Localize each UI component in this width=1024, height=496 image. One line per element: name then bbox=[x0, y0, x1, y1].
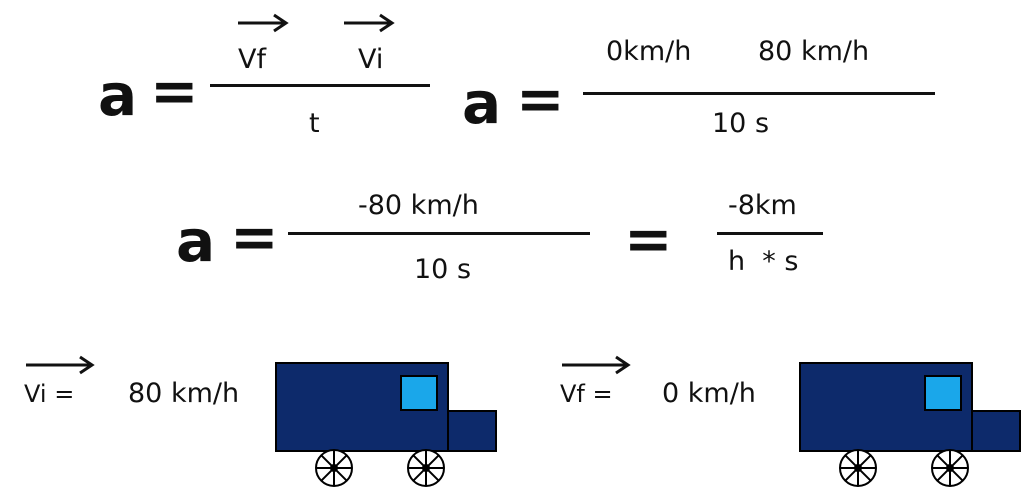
wheel-icon bbox=[931, 449, 969, 487]
formula1-vi: Vi bbox=[358, 44, 384, 75]
fraction-bar-2 bbox=[583, 92, 935, 95]
formula2-denominator: 10 s bbox=[712, 108, 770, 139]
formula3-equals: = bbox=[230, 203, 279, 271]
fraction-bar-4 bbox=[717, 232, 823, 235]
vector-arrow-final-icon bbox=[562, 355, 631, 375]
formula3-result-numerator: -8km bbox=[728, 190, 797, 221]
fraction-bar-3 bbox=[288, 232, 590, 235]
formula2-lhs: a bbox=[462, 69, 502, 137]
formula2-equals: = bbox=[516, 65, 565, 133]
initial-velocity-label: Vi = bbox=[24, 380, 75, 408]
formula1-denominator: t bbox=[309, 108, 320, 139]
final-velocity-label: Vf = bbox=[560, 380, 613, 408]
formula1-lhs: a bbox=[98, 61, 138, 129]
truck-moving bbox=[275, 362, 497, 487]
formula2-num2: 80 km/h bbox=[758, 36, 870, 67]
formula3-lhs: a bbox=[176, 207, 216, 275]
formula3-denominator: 10 s bbox=[414, 254, 472, 285]
formula1-vf: Vf bbox=[238, 44, 266, 75]
wheel-icon bbox=[407, 449, 445, 487]
formula2-num1: 0km/h bbox=[606, 36, 692, 67]
formula3-numerator: -80 km/h bbox=[358, 190, 479, 221]
final-velocity-value: 0 km/h bbox=[662, 378, 756, 409]
wheel-icon bbox=[315, 449, 353, 487]
vector-arrow-vf-icon bbox=[238, 13, 289, 33]
formula3-equals2: = bbox=[624, 205, 673, 273]
initial-velocity-value: 80 km/h bbox=[128, 378, 240, 409]
formula3-result-denominator: h * s bbox=[728, 246, 799, 277]
truck-stopped bbox=[799, 362, 1021, 487]
vector-arrow-initial-icon bbox=[26, 355, 95, 375]
formula1-equals: = bbox=[150, 57, 199, 125]
vector-arrow-vi-icon bbox=[344, 13, 395, 33]
fraction-bar-1 bbox=[210, 84, 430, 87]
wheel-icon bbox=[839, 449, 877, 487]
